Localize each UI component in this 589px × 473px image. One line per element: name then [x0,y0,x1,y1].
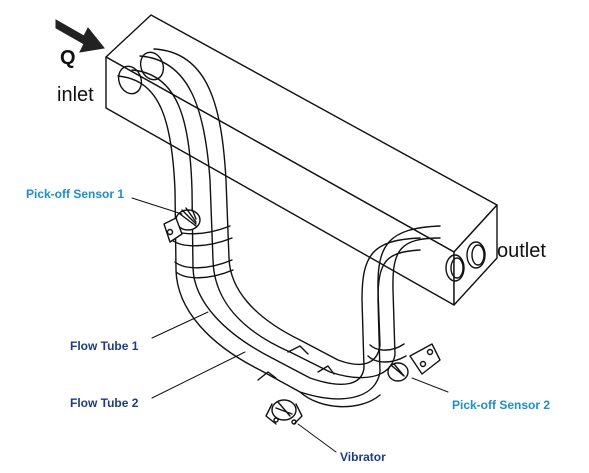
flow-arrow-icon [55,19,105,53]
label-flow-tube-1: Flow Tube 1 [70,339,139,353]
pickoff-sensor-2 [387,343,441,382]
label-pickoff-sensor-1: Pick-off Sensor 1 [26,187,125,201]
vibrator [265,399,303,425]
tube-brackets [169,225,407,381]
flow-tube-1 [117,69,421,408]
flow-tube-2 [139,48,441,379]
leader-lines [131,197,449,453]
outlet-label: outlet [497,240,546,262]
inlet-label: inlet [57,84,94,106]
pickoff-sensor-1 [163,207,201,243]
label-pickoff-sensor-2: Pick-off Sensor 2 [452,398,551,412]
outlet-openings [445,241,486,282]
manifold-housing [105,14,498,306]
flow-symbol: Q [60,47,76,69]
label-vibrator: Vibrator [340,450,386,464]
label-flow-tube-2: Flow Tube 2 [70,396,139,410]
